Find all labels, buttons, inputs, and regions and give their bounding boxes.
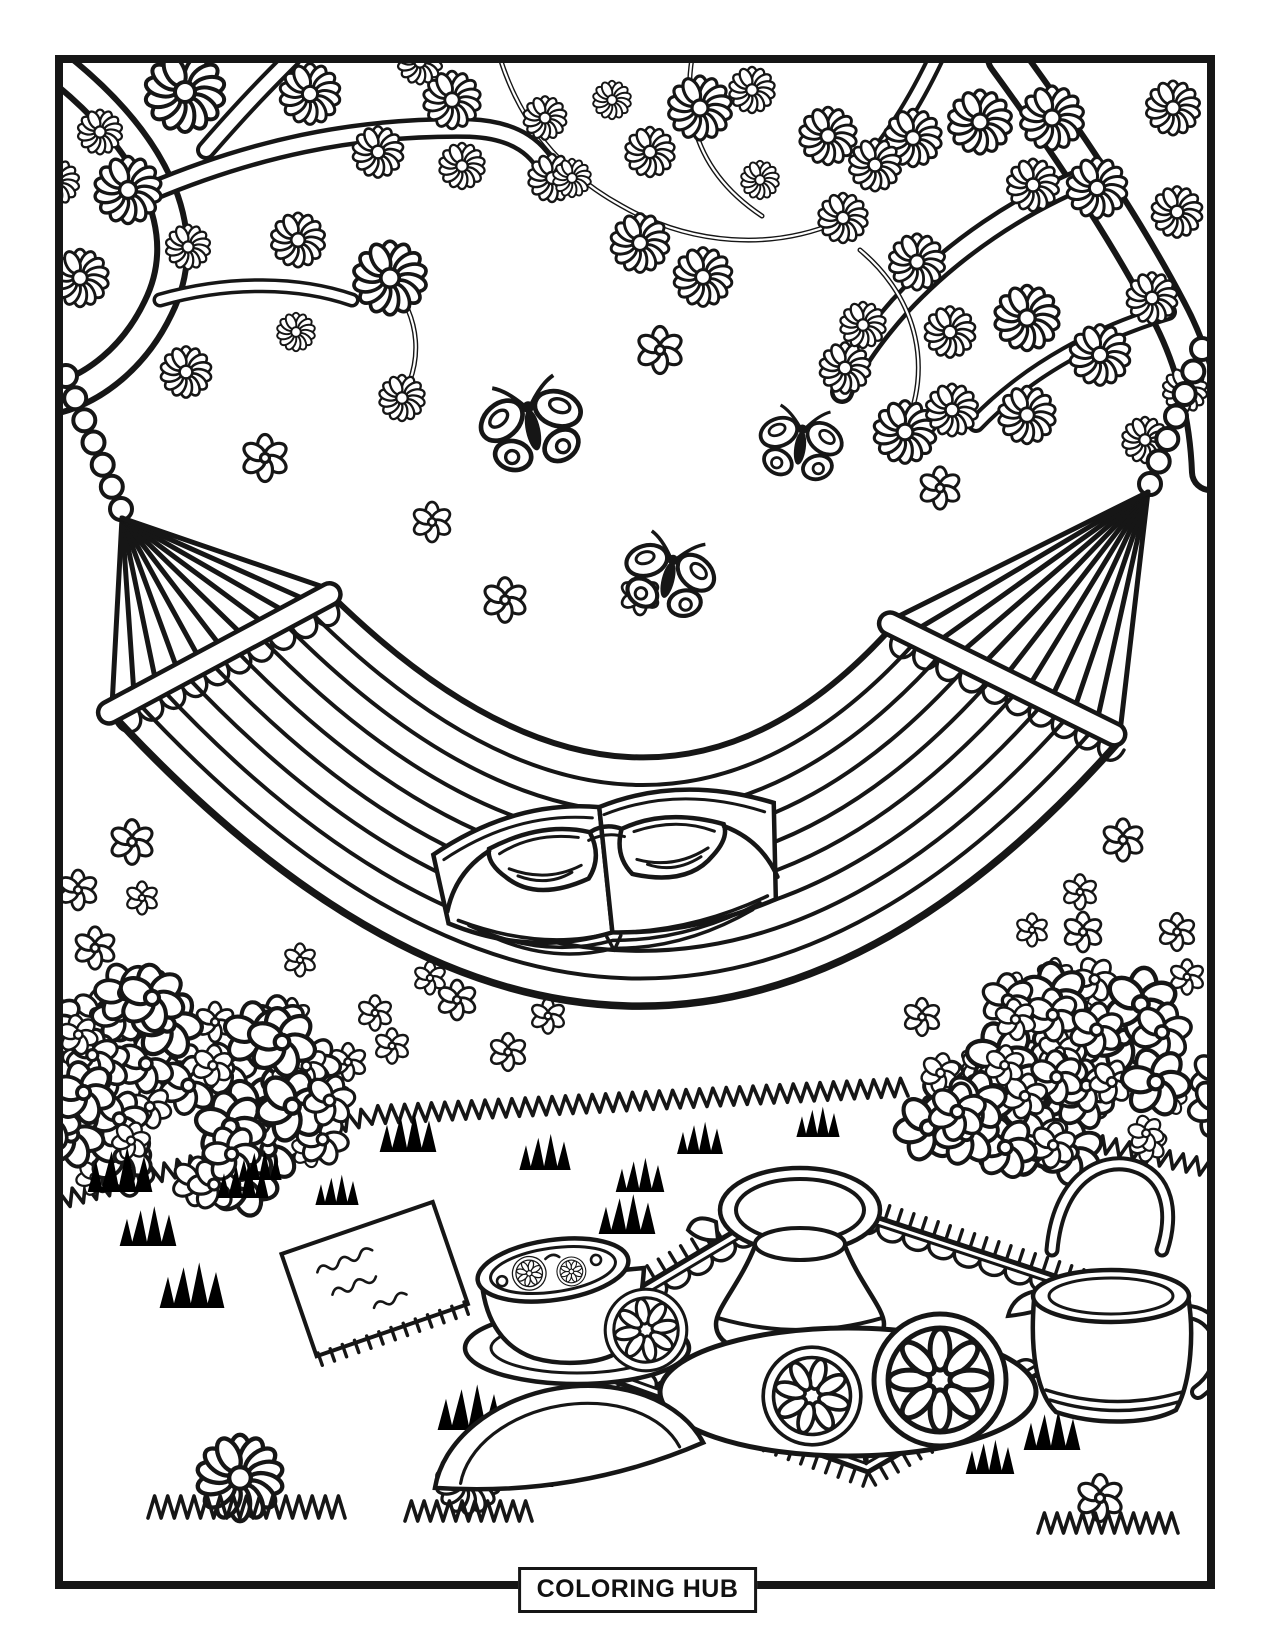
right-spreader-bar [876, 610, 1128, 748]
creamer-jug [1005, 1267, 1211, 1424]
melon-half-slice [432, 1383, 707, 1492]
note-fringe [316, 1300, 470, 1367]
teapot-spout [685, 1216, 721, 1243]
teacup-rim [475, 1236, 631, 1304]
open-book [430, 787, 780, 956]
sunglasses [445, 814, 780, 914]
hammock-suspension-cords [109, 489, 1151, 735]
left-spreader-bar [95, 581, 343, 726]
brand-label: COLORING HUB [536, 1575, 739, 1603]
hammock-bottom-edge [106, 708, 1126, 1010]
note-scribbles [316, 1247, 408, 1310]
hammock-top-edge [327, 591, 896, 761]
handwritten-note [278, 1199, 471, 1359]
tea-set [432, 1156, 1211, 1492]
teacup-with-saucer [462, 1236, 692, 1387]
brand-badge: COLORING HUB [517, 1567, 758, 1613]
